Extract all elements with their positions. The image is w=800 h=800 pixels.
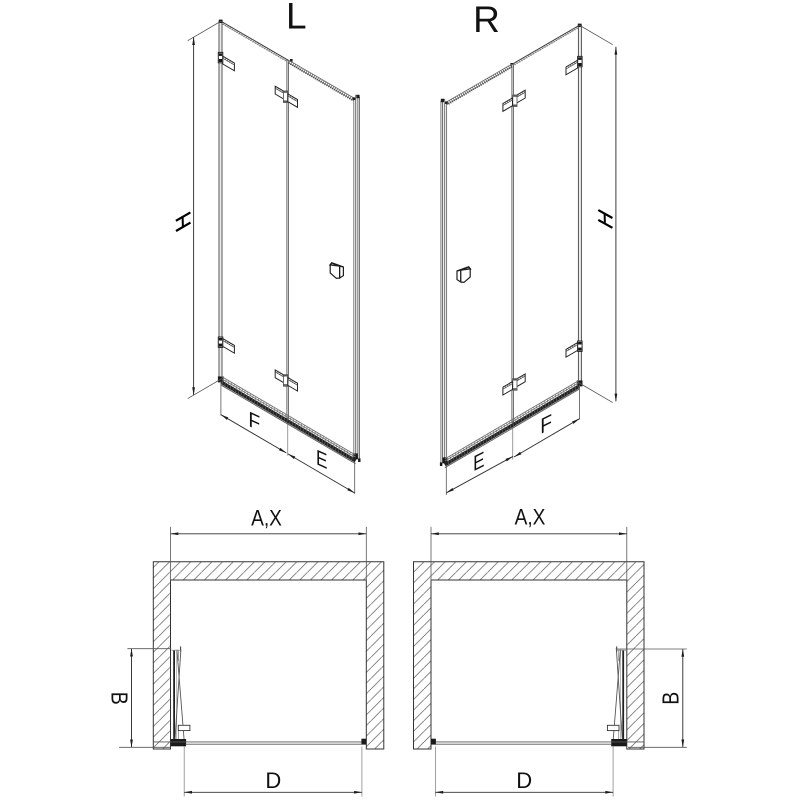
svg-text:A,X: A,X bbox=[515, 505, 546, 530]
svg-text:R: R bbox=[473, 0, 500, 40]
svg-text:L: L bbox=[286, 0, 307, 36]
svg-text:D: D bbox=[516, 768, 532, 793]
svg-text:E: E bbox=[316, 446, 327, 475]
svg-text:E: E bbox=[473, 448, 484, 477]
svg-text:D: D bbox=[265, 768, 281, 793]
svg-text:F: F bbox=[248, 407, 260, 436]
svg-text:F: F bbox=[540, 408, 552, 439]
svg-text:B: B bbox=[658, 692, 684, 705]
svg-text:B: B bbox=[106, 692, 132, 705]
svg-text:A,X: A,X bbox=[251, 506, 282, 531]
